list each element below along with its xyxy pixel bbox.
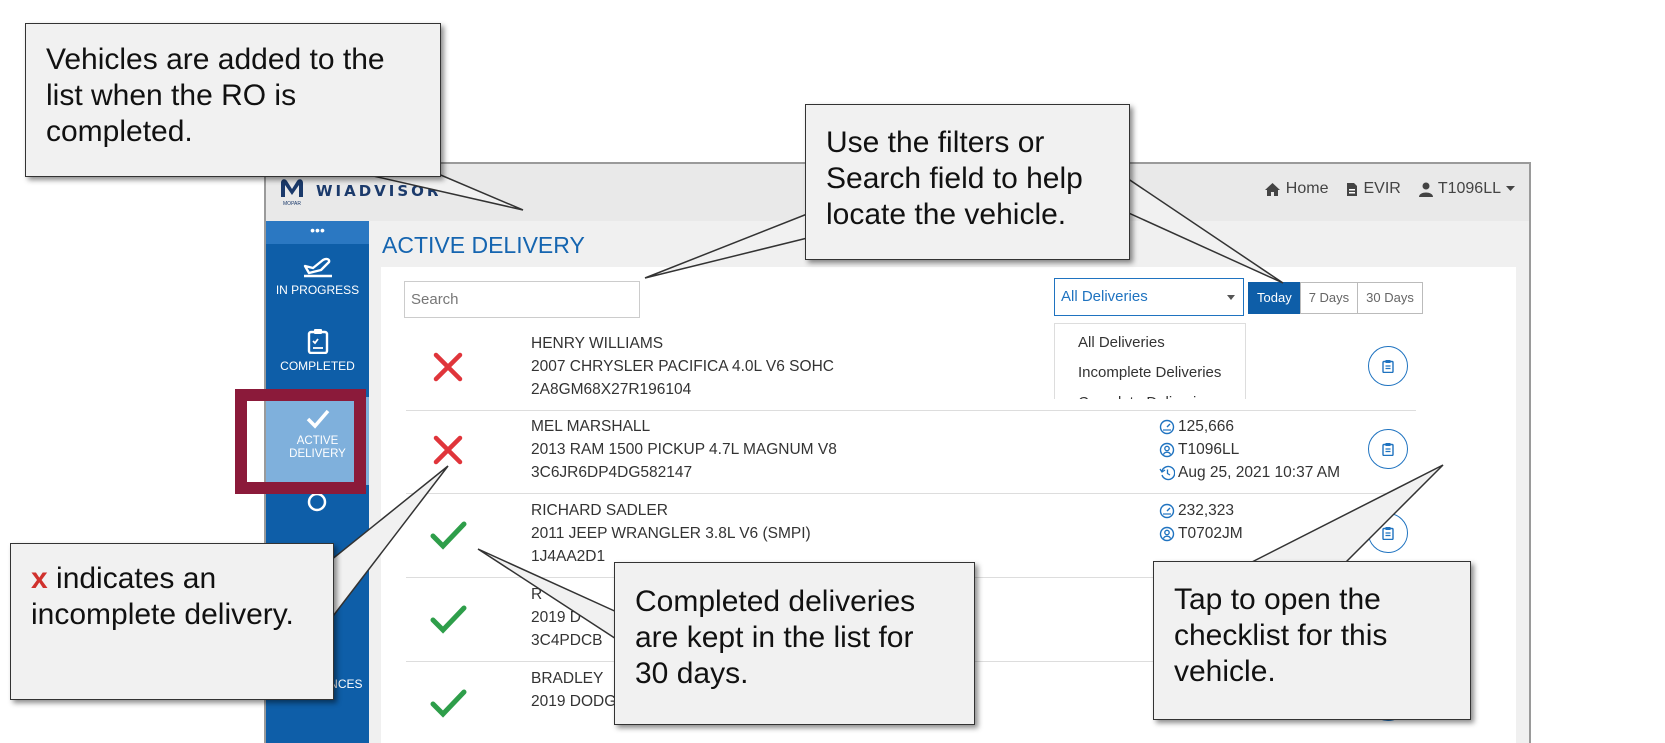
- incomplete-x-icon: [433, 435, 463, 465]
- airplane-icon: [303, 257, 332, 278]
- customer-name: HENRY WILLIAMS: [531, 335, 664, 352]
- vehicle-vin: 3C4PDCB: [531, 632, 603, 649]
- brand-name: WIADVISOR: [316, 182, 442, 200]
- clipboard-icon: [1382, 443, 1394, 456]
- active-delivery-highlight: [235, 389, 366, 494]
- nav-user-menu[interactable]: T1096LL: [1418, 180, 1515, 198]
- callout-kept-30-days: Completed deliveries are kept in the lis…: [614, 562, 975, 725]
- clipboard-icon: [307, 329, 328, 354]
- callout-vehicles-added: Vehicles are added to the list when the …: [25, 23, 441, 177]
- sidebar-item-search[interactable]: [266, 491, 369, 541]
- caret-down-icon: [1506, 186, 1515, 191]
- vehicle-vin: 2A8GM68X27R196104: [531, 381, 692, 398]
- checkmark-icon: [306, 409, 329, 429]
- range-30-days-button[interactable]: 30 Days: [1357, 282, 1423, 314]
- vehicle-description: 2019 D: [531, 609, 581, 626]
- row-advisor-value: T1096LL: [1178, 441, 1240, 458]
- complete-check-icon: [430, 689, 467, 718]
- customer-name: RICHARD SADLER: [531, 502, 668, 519]
- advisor-icon: [1159, 526, 1175, 541]
- delivery-filter-select[interactable]: All Deliveries: [1054, 278, 1244, 316]
- row-mileage: 125,666: [1159, 415, 1340, 438]
- filter-option-all[interactable]: All Deliveries: [1078, 334, 1165, 351]
- document-icon: [1347, 182, 1358, 196]
- sidebar-item-label-line1: ACTIVE: [296, 435, 339, 447]
- search-icon: [307, 492, 326, 512]
- callout-filters: Use the filters or Search field to help …: [805, 104, 1130, 260]
- incomplete-x-mark: x: [31, 562, 48, 595]
- callout-incomplete-text: indicates an incomplete delivery.: [31, 562, 294, 631]
- sidebar-item-completed[interactable]: COMPLETED: [266, 328, 369, 398]
- open-checklist-button[interactable]: [1368, 429, 1408, 469]
- advisor-icon: [1159, 442, 1175, 457]
- nav-evir-label: EVIR: [1363, 180, 1401, 197]
- odometer-icon: [1159, 503, 1175, 518]
- sidebar-item-active-delivery[interactable]: ACTIVE DELIVERY: [266, 397, 369, 485]
- range-today-button[interactable]: Today: [1248, 282, 1301, 314]
- svg-text:MOPAR: MOPAR: [283, 201, 301, 207]
- row-vehicle-info: RICHARD SADLER 2011 JEEP WRANGLER 3.8L V6…: [531, 499, 811, 568]
- row-date-value: Aug 25, 2021 10:37 AM: [1178, 464, 1341, 481]
- row-vehicle-info: HENRY WILLIAMS 2007 CHRYSLER PACIFICA 4.0…: [531, 332, 834, 401]
- sidebar-item-label-line2: DELIVERY: [289, 448, 346, 460]
- wiadvisor-logo[interactable]: MOPAR WIADVISOR: [278, 175, 441, 207]
- callout-incomplete: x indicates an incomplete delivery.: [10, 543, 334, 700]
- home-icon: [1264, 182, 1280, 196]
- sidebar-item-label: IN PROGRESS: [275, 283, 360, 297]
- pointer-vehicles-added: [359, 172, 524, 211]
- open-checklist-button[interactable]: [1368, 346, 1408, 386]
- table-row[interactable]: MEL MARSHALL 2013 RAM 1500 PICKUP 4.7L MA…: [406, 410, 1416, 494]
- incomplete-x-icon: [433, 352, 463, 382]
- row-mileage-value: 232,323: [1178, 502, 1235, 519]
- clipboard-icon: [1382, 360, 1394, 373]
- table-row[interactable]: RICHARD SADLER 2011 JEEP WRANGLER 3.8L V6…: [406, 494, 1416, 578]
- customer-name: R: [531, 586, 543, 603]
- customer-name: BRADLEY: [531, 670, 604, 687]
- nav-home[interactable]: Home: [1264, 180, 1329, 198]
- nav-user-label: T1096LL: [1437, 180, 1501, 197]
- callout-tap-open: Tap to open the checklist for this vehic…: [1153, 561, 1471, 720]
- sidebar-collapse-button[interactable]: •••: [266, 221, 369, 244]
- filter-option-incomplete[interactable]: Incomplete Deliveries: [1078, 364, 1222, 381]
- sidebar-item-in-progress[interactable]: IN PROGRESS: [266, 254, 369, 320]
- vehicle-description: 2013 RAM 1500 PICKUP 4.7L MAGNUM V8: [531, 441, 837, 458]
- row-advisor: T1096LL: [1159, 438, 1340, 461]
- range-7-days-button[interactable]: 7 Days: [1299, 282, 1359, 314]
- clipboard-icon: [1382, 527, 1394, 540]
- vehicle-vin: 1J4AA2D1: [531, 548, 606, 565]
- filter-option-complete[interactable]: Complete Deliveries: [1055, 388, 1245, 399]
- delivery-filter-value: All Deliveries: [1061, 288, 1148, 305]
- caret-down-icon: [1227, 295, 1235, 300]
- nav-home-label: Home: [1285, 180, 1329, 197]
- complete-check-icon: [430, 605, 467, 634]
- search-input[interactable]: [404, 281, 640, 318]
- pointer-checkmark: [477, 548, 631, 650]
- complete-check-icon: [430, 521, 467, 550]
- row-mileage-value: 125,666: [1178, 418, 1235, 435]
- top-nav: Home EVIR T1096LL: [1264, 180, 1515, 198]
- row-vehicle-info: MEL MARSHALL 2013 RAM 1500 PICKUP 4.7L MA…: [531, 415, 837, 484]
- pointer-open-button: [1249, 464, 1444, 564]
- odometer-icon: [1159, 419, 1175, 434]
- row-date: Aug 25, 2021 10:37 AM: [1159, 461, 1340, 484]
- mopar-logo-icon: MOPAR: [281, 179, 303, 207]
- page-title: ACTIVE DELIVERY: [382, 232, 585, 258]
- row-vehicle-info: R 2019 D 3C4PDCB: [531, 583, 603, 652]
- vehicle-vin: 3C6JR6DP4DG582147: [531, 464, 693, 481]
- delivery-filter-dropdown: All Deliveries Incomplete Deliveries Com…: [1054, 323, 1246, 399]
- history-icon: [1159, 465, 1175, 480]
- customer-name: MEL MARSHALL: [531, 418, 651, 435]
- date-range-group: Today 7 Days 30 Days: [1248, 282, 1423, 314]
- row-advisor-value: T0702JM: [1178, 525, 1243, 542]
- nav-evir[interactable]: EVIR: [1346, 180, 1401, 198]
- vehicle-description: 2007 CHRYSLER PACIFICA 4.0L V6 SOHC: [531, 358, 834, 375]
- user-icon: [1418, 182, 1433, 197]
- sidebar-item-label: COMPLETED: [280, 359, 355, 373]
- row-advisor: T0702JM: [1159, 522, 1243, 545]
- row-mileage: 232,323: [1159, 499, 1243, 522]
- vehicle-description: 2011 JEEP WRANGLER 3.8L V6 (SMPI): [531, 525, 811, 542]
